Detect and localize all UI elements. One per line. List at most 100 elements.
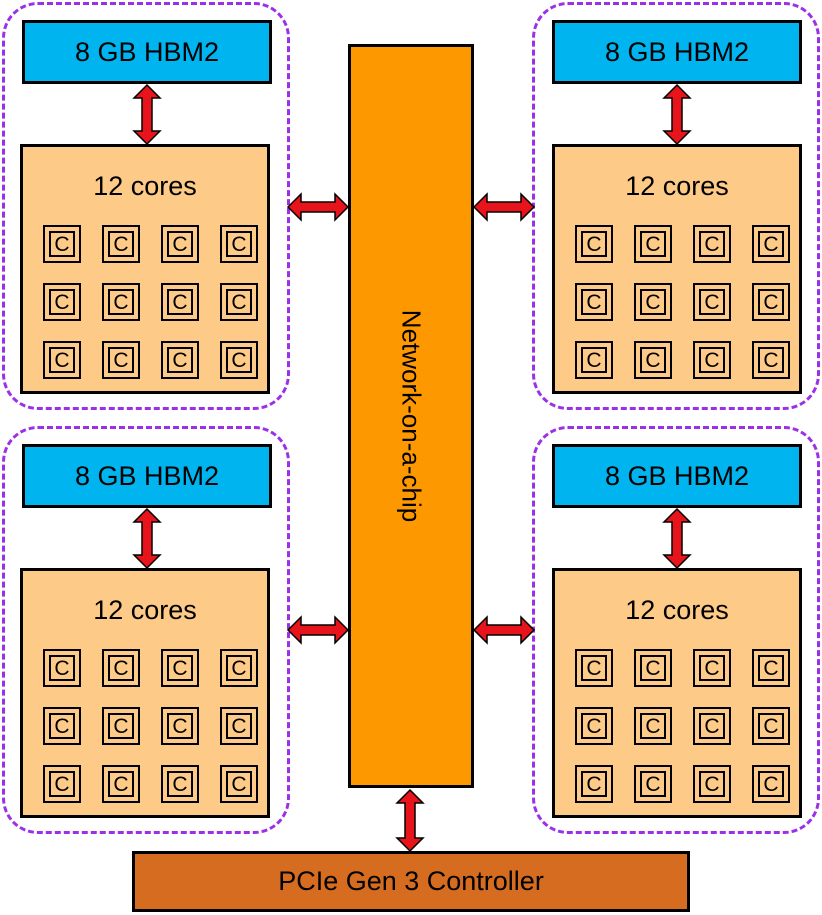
core-label: C [49, 771, 75, 797]
core-label: C [640, 289, 666, 315]
core-label: C [699, 347, 725, 373]
noc-arrow-top-left [286, 192, 350, 222]
core-label: C [226, 713, 252, 739]
core-cell: C [752, 707, 790, 745]
core-cell: C [220, 707, 258, 745]
core-label: C [758, 347, 784, 373]
core-label: C [108, 655, 134, 681]
noc-pcie-arrow [395, 788, 425, 853]
core-cell: C [161, 283, 199, 321]
core-cell: C [102, 225, 140, 263]
core-label: C [758, 713, 784, 739]
core-cell: C [752, 765, 790, 803]
core-cell: C [102, 649, 140, 687]
network-on-chip-block: Network-on-a-chip [348, 44, 474, 788]
core-label: C [49, 289, 75, 315]
core-label: C [581, 347, 607, 373]
hbm-cores-arrow-bottom-right [662, 507, 692, 570]
core-label: C [699, 655, 725, 681]
core-label: C [758, 655, 784, 681]
hbm-block-top-right: 8 GB HBM2 [552, 20, 802, 84]
core-cell: C [575, 341, 613, 379]
core-cell: C [43, 707, 81, 745]
core-cell: C [102, 707, 140, 745]
core-cell: C [43, 649, 81, 687]
core-label: C [226, 231, 252, 257]
core-cell: C [102, 341, 140, 379]
core-label: C [581, 289, 607, 315]
core-label: C [640, 713, 666, 739]
core-label: C [108, 771, 134, 797]
core-label: C [226, 289, 252, 315]
core-label: C [640, 771, 666, 797]
core-label: C [640, 231, 666, 257]
core-cell: C [220, 283, 258, 321]
core-cell: C [43, 341, 81, 379]
hbm-block-top-left: 8 GB HBM2 [22, 20, 272, 84]
core-cell: C [634, 649, 672, 687]
noc-arrow-top-right [472, 192, 536, 222]
core-cell: C [43, 283, 81, 321]
core-label: C [758, 771, 784, 797]
core-cell: C [693, 707, 731, 745]
core-label: C [581, 231, 607, 257]
hbm-cores-arrow-top-right [662, 83, 692, 146]
hbm-block-bottom-right: 8 GB HBM2 [552, 444, 802, 508]
cores-label: 12 cores [93, 171, 197, 201]
core-label: C [108, 231, 134, 257]
core-cell: C [752, 283, 790, 321]
core-cell: C [220, 649, 258, 687]
core-cell: C [220, 765, 258, 803]
core-cell: C [634, 283, 672, 321]
core-label: C [108, 347, 134, 373]
core-cell: C [634, 225, 672, 263]
core-cell: C [693, 649, 731, 687]
cores-label: 12 cores [625, 171, 729, 201]
core-label: C [49, 713, 75, 739]
core-cell: C [102, 765, 140, 803]
core-cell: C [161, 765, 199, 803]
pcie-controller-block: PCIe Gen 3 Controller [132, 851, 690, 912]
core-cell: C [161, 649, 199, 687]
core-label: C [699, 231, 725, 257]
core-label: C [167, 231, 193, 257]
core-cell: C [693, 341, 731, 379]
core-cell: C [220, 225, 258, 263]
core-cell: C [220, 341, 258, 379]
noc-arrow-bottom-right [472, 615, 536, 645]
core-cell: C [102, 283, 140, 321]
core-cell: C [575, 765, 613, 803]
core-label: C [167, 289, 193, 315]
core-cell: C [575, 649, 613, 687]
cores-label: 12 cores [625, 595, 729, 625]
core-label: C [699, 771, 725, 797]
core-label: C [167, 771, 193, 797]
cores-label: 12 cores [93, 595, 197, 625]
core-cell: C [634, 341, 672, 379]
core-label: C [49, 347, 75, 373]
hbm-cores-arrow-bottom-left [132, 507, 162, 570]
core-label: C [167, 713, 193, 739]
core-cell: C [752, 341, 790, 379]
core-cell: C [693, 283, 731, 321]
core-label: C [167, 655, 193, 681]
noc-arrow-bottom-left [286, 615, 350, 645]
core-cell: C [693, 765, 731, 803]
core-label: C [226, 655, 252, 681]
core-label: C [581, 655, 607, 681]
core-label: C [226, 771, 252, 797]
core-label: C [758, 231, 784, 257]
core-label: C [167, 347, 193, 373]
core-label: C [581, 771, 607, 797]
core-label: C [108, 713, 134, 739]
core-label: C [49, 231, 75, 257]
core-label: C [640, 347, 666, 373]
